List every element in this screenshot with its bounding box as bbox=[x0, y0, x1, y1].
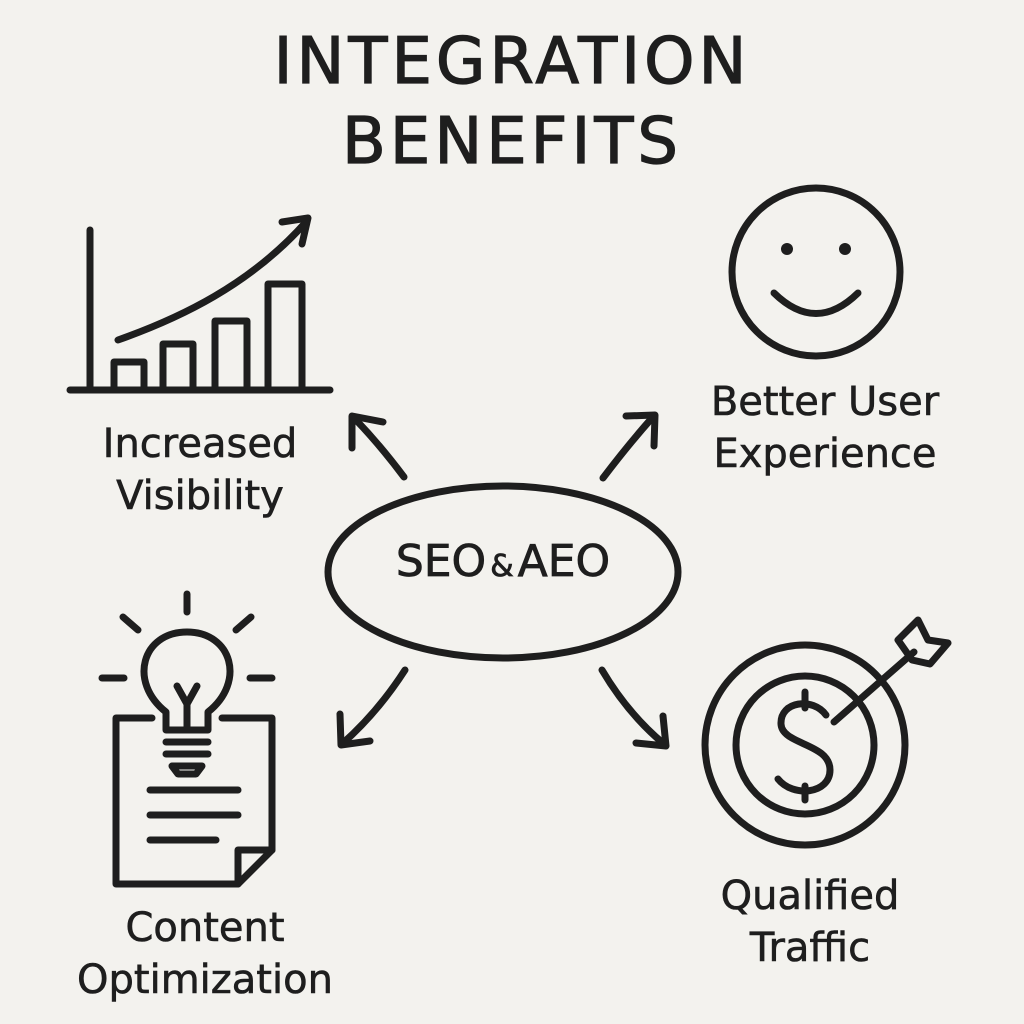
benefit-label-content-optimization-line2: Optimization bbox=[77, 957, 333, 1004]
arrow-to-content-optimization bbox=[336, 666, 409, 749]
target-dollar-arrow-icon bbox=[701, 616, 952, 849]
benefit-label-content-optimization: Content Optimization bbox=[30, 902, 380, 1006]
hub-oval bbox=[324, 482, 682, 662]
lightbulb-document-icon bbox=[98, 590, 276, 888]
arrow-to-user-experience bbox=[599, 411, 659, 482]
benefit-label-qualified-traffic-line2: Traffic bbox=[749, 925, 871, 972]
benefit-label-qualified-traffic-line1: Qualified bbox=[720, 873, 900, 920]
title-line-1: INTEGRATION bbox=[273, 25, 751, 99]
title-line-2: BENEFITS bbox=[341, 105, 683, 179]
hub-label-connector: & bbox=[490, 549, 514, 584]
benefit-label-user-experience: Better User Experience bbox=[680, 376, 970, 480]
benefit-label-user-experience-line1: Better User bbox=[710, 379, 940, 426]
hub-label-seo: SEO bbox=[395, 536, 487, 587]
benefit-label-user-experience-line2: Experience bbox=[713, 431, 937, 478]
hub-label-aeo: AEO bbox=[517, 536, 611, 587]
smiley-face-icon bbox=[728, 184, 904, 360]
benefit-label-qualified-traffic: Qualified Traffic bbox=[675, 870, 945, 974]
bar-chart-growth-icon bbox=[66, 214, 334, 394]
hub-label: SEO&AEO bbox=[330, 539, 676, 584]
arrow-to-visibility bbox=[348, 412, 408, 481]
benefit-label-content-optimization-line1: Content bbox=[125, 905, 285, 952]
benefit-label-visibility-line2: Visibility bbox=[116, 473, 284, 520]
arrow-to-qualified-traffic bbox=[598, 666, 670, 750]
benefit-label-visibility: Increased Visibility bbox=[60, 418, 340, 522]
benefit-label-visibility-line1: Increased bbox=[102, 421, 298, 468]
